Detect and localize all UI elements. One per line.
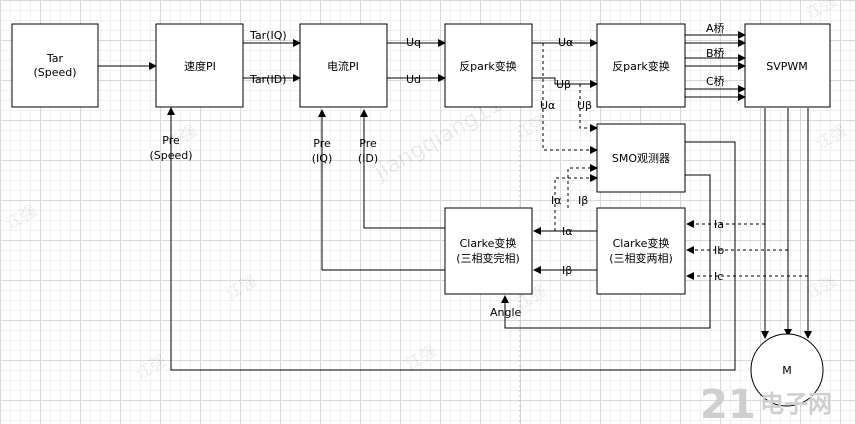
label-i-beta: Iβ (562, 264, 572, 277)
label-pre-iq: (IQ) (312, 152, 333, 165)
label-pre-id: Pre (359, 137, 377, 150)
block-label: Clarke变换 (460, 236, 517, 250)
block-label: SMO观测器 (612, 152, 670, 165)
block-motor: M (750, 333, 824, 407)
block-label: SVPWM (766, 60, 808, 73)
block-label: 反park变换 (612, 59, 670, 73)
label-pre-speed: (Speed) (149, 149, 192, 162)
label-uq: Uq (406, 36, 421, 49)
label-pre-speed: Pre (162, 134, 180, 147)
watermark-text: 江强 (813, 121, 850, 153)
block-clarke-2: Clarke变换 (三相变两相) (596, 207, 686, 295)
label-ic: Ic (714, 270, 723, 283)
block-inverse-park-1: 反park变换 (444, 23, 533, 108)
watermark-text: 江强 (403, 341, 440, 373)
brand-digits: 21 (700, 382, 756, 424)
block-label: Clarke变换 (613, 236, 670, 250)
block-label: 电流PI (327, 59, 359, 73)
label-u-alpha: Uα (558, 36, 573, 49)
block-label: Tar (46, 52, 64, 65)
signal-labels: Tar(IQ) Tar(ID) Uq Ud Uα Uβ Uα Uβ A桥 B桥 … (149, 22, 724, 319)
watermark-text: 江强 (513, 111, 550, 143)
label-i-alpha: Iα (562, 225, 573, 238)
label-pre-iq: Pre (313, 137, 331, 150)
brand-watermark: 21 电子网 (700, 382, 832, 424)
wire-u-beta (532, 77, 598, 88)
watermark-text: 江强 (133, 351, 170, 383)
block-inverse-park-2: 反park变换 (596, 23, 686, 108)
label-u-beta-down: Uβ (577, 99, 592, 112)
watermark-text: 江强 (3, 201, 40, 233)
watermark-text: 江强 (803, 0, 840, 23)
connections (98, 31, 812, 424)
label-i-beta-up: Iβ (578, 194, 588, 207)
watermark-text: 江强 (223, 271, 260, 303)
block-speed-pi: 速度PI (155, 23, 244, 108)
block-clarke-1: Clarke变换 (三相变完相) (444, 207, 533, 295)
label-b-bridge: B桥 (706, 47, 725, 60)
wire-u-alpha-to-smo (542, 43, 598, 154)
block-label: (三相变完相) (456, 251, 520, 265)
wire-angle (501, 174, 711, 329)
label-ia: Ia (714, 218, 724, 231)
block-svpwm: SVPWM (744, 23, 831, 108)
label-u-alpha-down: Uα (540, 99, 555, 112)
label-i-alpha-up: Iα (551, 194, 562, 207)
wire-i-beta-to-smo (567, 164, 598, 208)
block-label: 速度PI (184, 59, 216, 73)
block-label: (三相变两相) (609, 251, 673, 265)
block-tar: Tar (Speed) (11, 23, 99, 108)
motor-label: M (782, 364, 792, 377)
wire-u-beta-to-smo (579, 84, 598, 132)
brand-text: 电子网 (760, 390, 832, 418)
block-current-pi: 电流PI (299, 23, 388, 108)
label-c-bridge: C桥 (706, 75, 725, 88)
label-ud: Ud (406, 73, 421, 86)
block-label: 反park变换 (459, 59, 517, 73)
label-u-beta: Uβ (556, 78, 571, 91)
label-a-bridge: A桥 (706, 22, 725, 35)
block-smo-observer: SMO观测器 (596, 123, 686, 193)
wire-pre-id (360, 109, 445, 229)
wire-pre-iq (318, 109, 445, 271)
label-pre-id: (ID) (358, 152, 378, 165)
wire-pre-speed (167, 107, 736, 371)
block-label: (Speed) (33, 66, 76, 79)
wire-i-alpha-to-smo (554, 174, 598, 231)
label-angle: Angle (490, 306, 522, 319)
label-tar-id: Tar(ID) (249, 73, 286, 86)
label-tar-iq: Tar(IQ) (249, 29, 287, 42)
label-ib: Ib (714, 244, 724, 257)
